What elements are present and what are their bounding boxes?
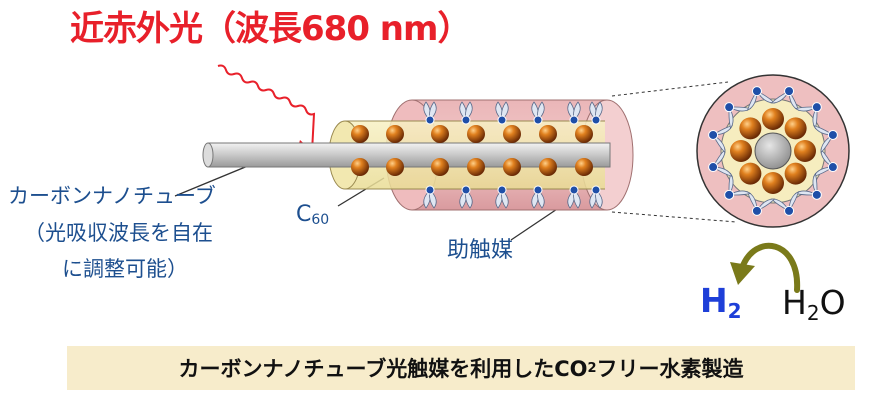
c60-label: C60 <box>296 202 330 228</box>
light-wave-arrow <box>217 64 316 153</box>
fullerene-ball <box>467 158 485 176</box>
fullerene-ball <box>431 125 449 143</box>
fullerene-ball <box>351 158 369 176</box>
reaction-arrow-head <box>730 262 755 285</box>
fullerene-ball <box>539 158 557 176</box>
cocatalyst-particle <box>459 101 473 125</box>
cocatalyst-particle <box>531 101 545 125</box>
cross-section <box>696 74 850 228</box>
cocatalyst-particle <box>589 101 603 125</box>
fullerene-ball <box>351 125 369 143</box>
fullerene-ball <box>503 125 521 143</box>
fullerene-row <box>351 125 593 176</box>
nanotube-label-line2: （光吸収波長を自在 <box>24 221 213 245</box>
h2o-label: H2O <box>782 283 846 325</box>
fullerene-ball <box>431 158 449 176</box>
h2-label: H2 <box>700 281 742 323</box>
zoom-line-top <box>611 81 729 97</box>
cocatalyst-particle <box>459 185 473 209</box>
light-label: 近赤外光（波長680 nm） <box>70 9 471 49</box>
cocatalyst-particles <box>423 101 603 209</box>
fullerene-ball <box>386 158 404 176</box>
reaction-arrow <box>739 242 801 293</box>
cocatalyst-particle <box>423 185 437 209</box>
cocatalyst-particle <box>567 185 581 209</box>
fullerene-ball <box>539 125 557 143</box>
fullerene-ball <box>575 158 593 176</box>
fullerene-ball <box>386 125 404 143</box>
fullerene-ball <box>467 125 485 143</box>
fullerene-ball <box>503 158 521 176</box>
zoom-line-bottom <box>611 211 737 223</box>
cocatalyst-particle <box>589 185 603 209</box>
nanotube-label-line3: に調整可能） <box>62 257 188 281</box>
cocatalyst-particle <box>495 185 509 209</box>
cocatalyst-particle <box>531 185 545 209</box>
fullerene-ball <box>575 125 593 143</box>
cocatalyst-particle <box>495 101 509 125</box>
nanotube-label-line1: カーボンナノチューブ <box>8 184 216 208</box>
cocatalyst-particle <box>423 101 437 125</box>
cocatalyst-label: 助触媒 <box>447 238 514 263</box>
cocatalyst-particle <box>567 101 581 125</box>
